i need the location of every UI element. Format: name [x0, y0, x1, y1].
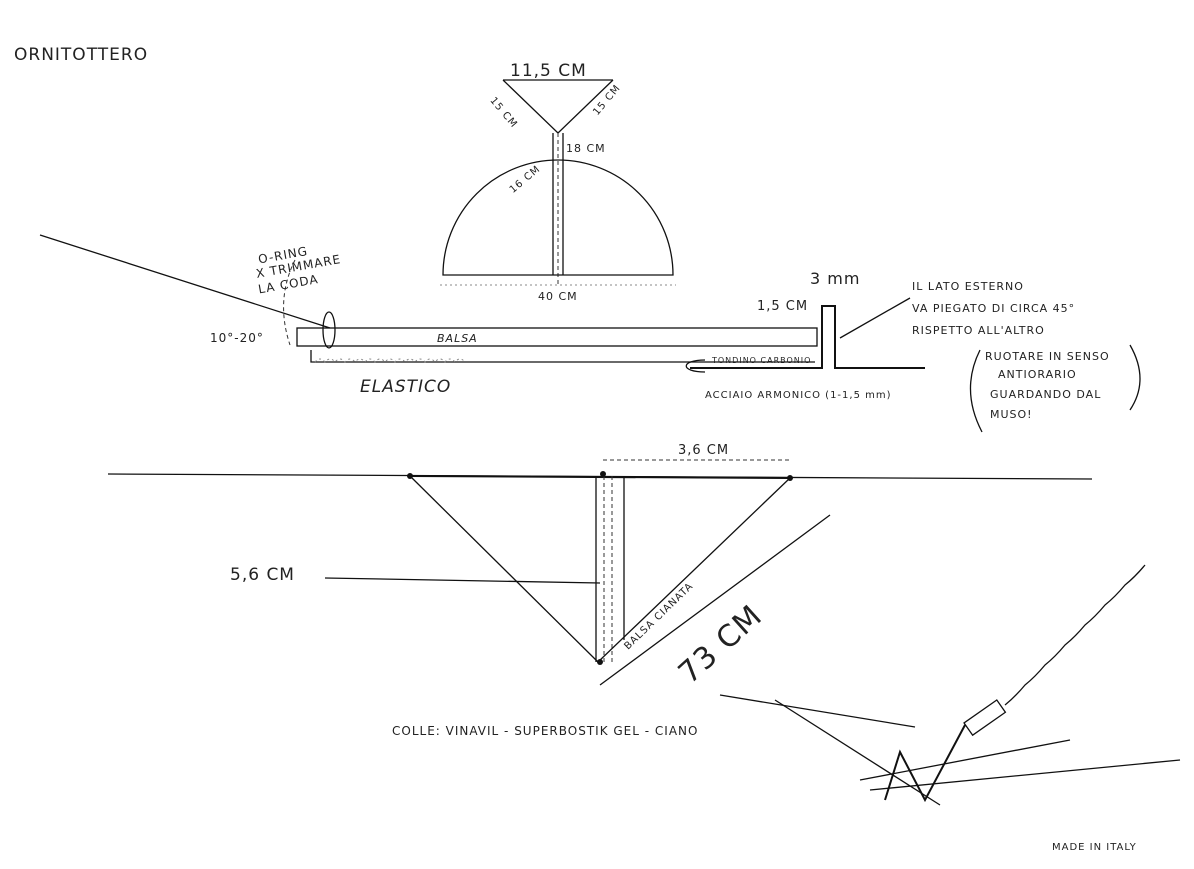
tail-base-width: 40 CM — [538, 290, 578, 303]
rotate-line-1: RUOTARE IN SENSO — [985, 350, 1110, 363]
tail-side-right: 15 CM — [591, 83, 623, 118]
wing-top-dim: 3,6 CM — [678, 443, 729, 458]
rotate-line-3: GUARDANDO DAL — [990, 388, 1101, 401]
wing-depth: 5,6 CM — [230, 565, 295, 585]
note-line-1: IL LATO ESTERNO — [912, 280, 1024, 293]
balsa-label: BALSA — [437, 332, 478, 345]
angle-label: 10°-20° — [210, 331, 264, 345]
steel-label: ACCIAIO ARMONICO (1-1,5 mm) — [705, 390, 892, 401]
sketch-title: ORNITOTTERO — [14, 45, 148, 65]
fuselage-drawing: O-RING X TRIMMARE LA CODA 10°-20° BALSA … — [39, 234, 1141, 433]
rotate-line-2: ANTIORARIO — [998, 368, 1077, 381]
carbon-label: TONDINO CARBONIO — [711, 356, 811, 365]
elastic-label: ELASTICO — [360, 377, 451, 397]
mechanism-sketch — [719, 564, 1181, 806]
crank-width: 3 mm — [810, 269, 860, 288]
tail-side-left: 15 CM — [487, 95, 519, 130]
wing-drawing: 3,6 CM 5,6 CM BALSA CIANATA 73 CM — [107, 443, 1093, 691]
crank-height: 1,5 CM — [757, 299, 808, 314]
tail-top-width: 11,5 CM — [510, 61, 587, 81]
tail-stem: 18 CM — [566, 142, 606, 155]
rotate-line-4: MUSO! — [990, 408, 1033, 421]
glues-note: COLLE: VINAVIL - SUPERBOSTIK GEL - CIANO — [392, 724, 698, 738]
footer-note: MADE IN ITALY — [1052, 842, 1137, 853]
tail-drawing: 11,5 CM 15 CM 15 CM 18 CM 16 CM 40 CM — [440, 61, 676, 303]
note-line-3: RISPETTO ALL'ALTRO — [912, 324, 1045, 337]
wing-span: 73 CM — [672, 598, 769, 691]
note-line-2: VA PIEGATO DI CIRCA 45° — [912, 302, 1075, 315]
